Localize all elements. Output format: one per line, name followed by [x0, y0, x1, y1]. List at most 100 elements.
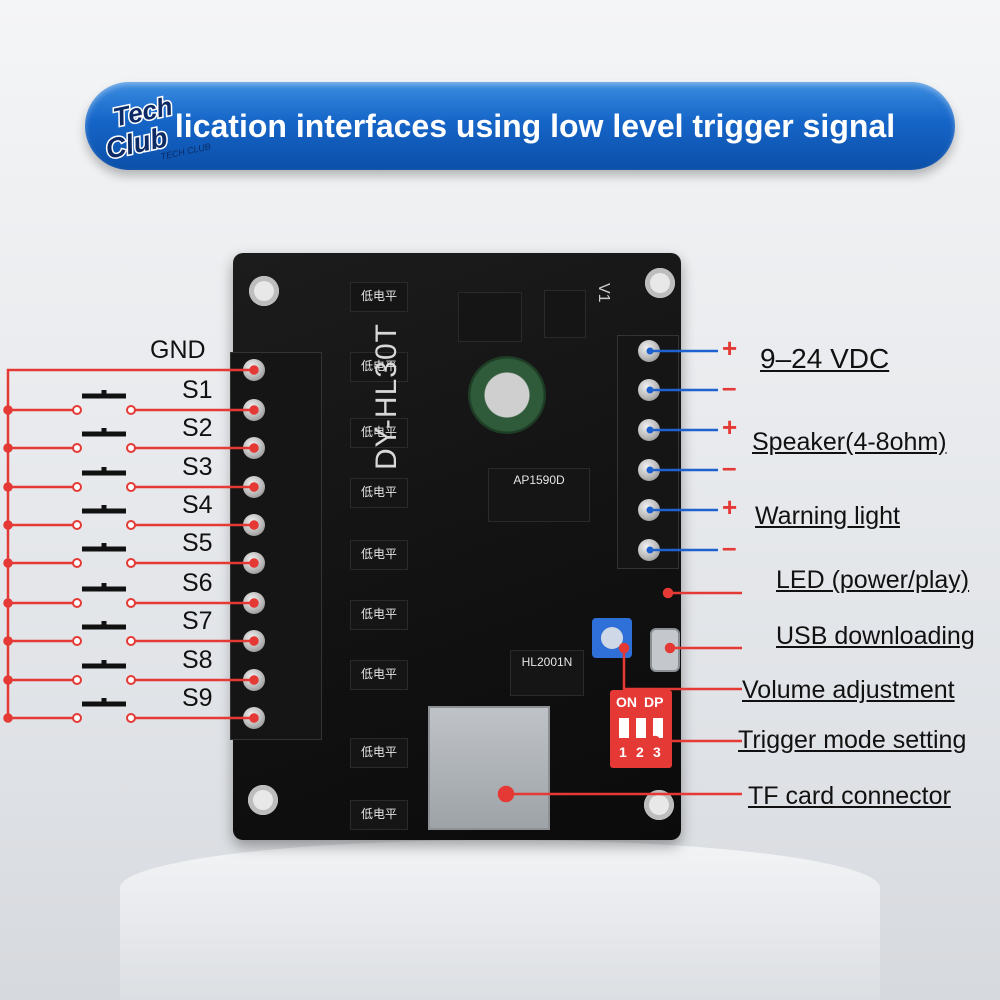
- trigger-optocoupler-chip: 低电平: [350, 600, 408, 630]
- micro-usb-port[interactable]: [650, 628, 680, 672]
- plus-sign: +: [722, 492, 738, 522]
- trigger-optocoupler-chip: 低电平: [350, 738, 408, 768]
- pushbutton-switch: [82, 543, 126, 552]
- junction-dot: [3, 482, 13, 492]
- wire-end-dot: [249, 365, 259, 375]
- pushbutton-switch: [82, 505, 126, 514]
- switch-label: S9: [182, 684, 213, 712]
- pushbutton-switch: [82, 467, 126, 476]
- dip-switch[interactable]: ON DP 1 2 3: [610, 690, 672, 768]
- main-audio-chip: AP1590D: [488, 468, 590, 522]
- wire-end-dot: [646, 347, 654, 355]
- trigger-optocoupler-chip: 低电平: [350, 660, 408, 690]
- secondary-chip-label: HL2001N: [521, 655, 573, 669]
- electrolytic-capacitor: [468, 356, 546, 434]
- switch-contact: [72, 598, 82, 608]
- switch-contact: [72, 520, 82, 530]
- minus-sign: –: [722, 532, 737, 562]
- switch-contact: [126, 520, 136, 530]
- dip-switch-1[interactable]: [619, 718, 629, 738]
- switch-contact: [126, 558, 136, 568]
- junction-dot: [3, 520, 13, 530]
- terminal-wire: [6, 368, 254, 718]
- pushbutton-switch: [82, 390, 126, 399]
- switch-label: S2: [182, 414, 213, 442]
- regulator-chip: [458, 292, 522, 342]
- trigger-optocoupler-chip: 低电平: [350, 352, 408, 382]
- wire-end-dot: [249, 675, 259, 685]
- main-chip-label: AP1590D: [513, 473, 565, 487]
- chip-marking: 低电平: [360, 485, 397, 499]
- wire-end-dot: [646, 386, 654, 394]
- pushbutton-switch: [82, 660, 126, 669]
- switch-label: S8: [182, 646, 213, 674]
- dip-number-3: 3: [653, 744, 661, 760]
- plus-sign: +: [722, 412, 738, 442]
- chip-marking: 低电平: [360, 289, 397, 303]
- banner-title: lication interfaces using low level trig…: [174, 108, 896, 144]
- diode-chip: [544, 290, 586, 338]
- wire-end-dot: [646, 426, 654, 434]
- callout-label: USB downloading: [776, 622, 975, 650]
- callout-dot: [497, 785, 515, 803]
- trigger-optocoupler-chip: 低电平: [350, 478, 408, 508]
- dip-switch-2[interactable]: [636, 718, 646, 738]
- wire-end-dot: [249, 598, 259, 608]
- dip-number-2: 2: [636, 744, 644, 760]
- wire-end-dot: [249, 636, 259, 646]
- junction-dot: [3, 443, 13, 453]
- wire-end-dot: [249, 713, 259, 723]
- switch-label: S5: [182, 529, 213, 557]
- mount-hole-bl: [248, 785, 278, 815]
- junction-dot: [3, 598, 13, 608]
- terminal-function-label: 9–24 VDC: [760, 343, 890, 374]
- chip-marking: 低电平: [360, 359, 397, 373]
- right-terminal-block: [617, 335, 679, 569]
- chip-marking: 低电平: [360, 807, 397, 821]
- wire-end-dot: [249, 558, 259, 568]
- callout-label: LED (power/play): [776, 566, 970, 594]
- terminal-function-label: Speaker(4-8ohm): [752, 428, 947, 456]
- switch-contact: [72, 482, 82, 492]
- dip-switch-3[interactable]: [653, 718, 663, 738]
- switch-contact: [72, 713, 82, 723]
- callout-label: Volume adjustment: [742, 676, 955, 704]
- wire-end-dot: [646, 546, 654, 554]
- tech-club-logo: Tech Club TECH CLUB: [101, 89, 211, 164]
- chip-marking: 低电平: [360, 607, 397, 621]
- junction-dot: [3, 558, 13, 568]
- volume-potentiometer[interactable]: [592, 618, 632, 658]
- junction-dot: [3, 675, 13, 685]
- dip-number-1: 1: [619, 744, 627, 760]
- switch-contact: [126, 636, 136, 646]
- tf-card-slot[interactable]: [428, 706, 550, 830]
- wire-end-dot: [249, 482, 259, 492]
- dip-dp-label: DP: [644, 694, 664, 710]
- plus-sign: +: [722, 333, 738, 363]
- wire-end-dot: [249, 405, 259, 415]
- chip-marking: 低电平: [360, 547, 397, 561]
- junction-dot: [3, 713, 13, 723]
- callout-label: TF card connector: [748, 782, 951, 810]
- wire-end-dot: [646, 466, 654, 474]
- pushbutton-switch: [82, 698, 126, 707]
- switch-contact: [126, 598, 136, 608]
- pushbutton-switch: [82, 583, 126, 592]
- switch-label: S4: [182, 491, 213, 519]
- switch-label: S1: [182, 376, 213, 404]
- callout-dot: [649, 735, 661, 747]
- trigger-optocoupler-chip: 低电平: [350, 282, 408, 312]
- switch-contact: [72, 558, 82, 568]
- callout-dot: [664, 642, 676, 654]
- switch-contact: [72, 636, 82, 646]
- mount-hole-tr: [645, 268, 675, 298]
- switch-contact: [72, 405, 82, 415]
- pushbutton-switch: [82, 621, 126, 630]
- switch-contact: [72, 675, 82, 685]
- callout-label: Trigger mode setting: [738, 726, 967, 754]
- minus-sign: –: [722, 372, 737, 402]
- display-pedestal: [120, 840, 880, 1000]
- switch-contact: [126, 405, 136, 415]
- secondary-chip: HL2001N: [510, 650, 584, 696]
